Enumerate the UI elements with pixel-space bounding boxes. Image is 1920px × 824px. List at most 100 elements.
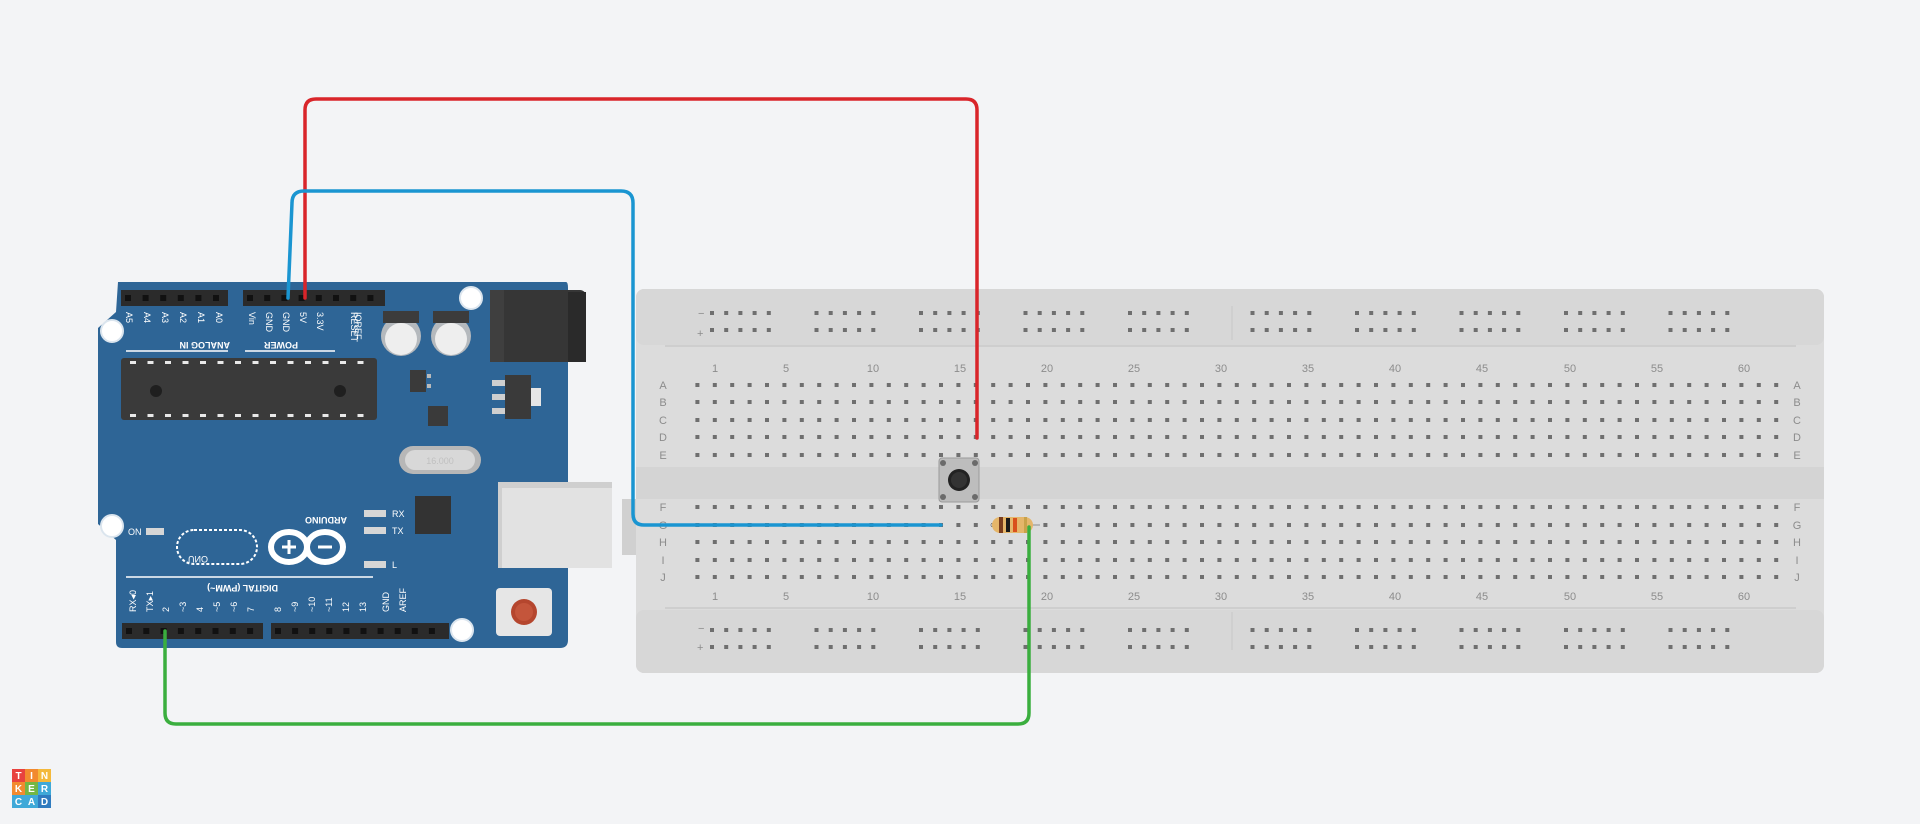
breadboard-hole[interactable] bbox=[973, 523, 978, 527]
rail-hole[interactable] bbox=[1037, 311, 1042, 315]
breadboard-hole[interactable] bbox=[1739, 383, 1744, 387]
breadboard-hole[interactable] bbox=[747, 418, 752, 422]
breadboard-hole[interactable] bbox=[1582, 435, 1587, 439]
breadboard-hole[interactable] bbox=[799, 418, 804, 422]
breadboard-hole[interactable] bbox=[1304, 523, 1309, 527]
breadboard-hole[interactable] bbox=[730, 540, 735, 544]
rail-hole[interactable] bbox=[1564, 645, 1568, 649]
breadboard-hole[interactable] bbox=[747, 558, 752, 562]
rail-hole[interactable] bbox=[1355, 645, 1359, 649]
breadboard-hole[interactable] bbox=[1008, 453, 1013, 457]
breadboard-hole[interactable] bbox=[852, 540, 856, 544]
breadboard-hole[interactable] bbox=[1687, 453, 1692, 457]
breadboard-hole[interactable] bbox=[747, 540, 752, 544]
breadboard-hole[interactable] bbox=[1026, 400, 1030, 404]
rail-hole[interactable] bbox=[1383, 645, 1388, 649]
breadboard-hole[interactable] bbox=[1687, 558, 1692, 562]
breadboard-hole[interactable] bbox=[1113, 453, 1117, 457]
breadboard-hole[interactable] bbox=[1582, 540, 1587, 544]
pushbutton[interactable] bbox=[938, 457, 980, 503]
rail-hole[interactable] bbox=[1725, 311, 1730, 315]
rail-hole[interactable] bbox=[1516, 645, 1521, 649]
breadboard-hole[interactable] bbox=[1147, 418, 1152, 422]
breadboard-hole[interactable] bbox=[1600, 383, 1605, 387]
breadboard-hole[interactable] bbox=[747, 383, 752, 387]
breadboard-hole[interactable] bbox=[1600, 435, 1605, 439]
breadboard-hole[interactable] bbox=[695, 418, 700, 422]
breadboard-hole[interactable] bbox=[1669, 453, 1674, 457]
breadboard-hole[interactable] bbox=[1461, 453, 1465, 457]
breadboard-hole[interactable] bbox=[1669, 540, 1674, 544]
rail-hole[interactable] bbox=[1502, 311, 1507, 315]
breadboard-hole[interactable] bbox=[1478, 418, 1483, 422]
breadboard-hole[interactable] bbox=[904, 453, 909, 457]
breadboard-hole[interactable] bbox=[1304, 400, 1309, 404]
breadboard-hole[interactable] bbox=[1722, 453, 1726, 457]
rail-hole[interactable] bbox=[1696, 311, 1701, 315]
rail-hole[interactable] bbox=[1502, 328, 1507, 332]
rail-hole[interactable] bbox=[919, 328, 923, 332]
breadboard-hole[interactable] bbox=[1739, 575, 1744, 579]
header-pin[interactable] bbox=[125, 295, 131, 301]
breadboard-hole[interactable] bbox=[1321, 435, 1326, 439]
breadboard-hole[interactable] bbox=[886, 383, 891, 387]
breadboard-hole[interactable] bbox=[1548, 383, 1552, 387]
rail-hole[interactable] bbox=[1682, 328, 1687, 332]
breadboard-hole[interactable] bbox=[1374, 453, 1378, 457]
breadboard-hole[interactable] bbox=[1060, 575, 1065, 579]
rail-hole[interactable] bbox=[724, 311, 729, 315]
breadboard-hole[interactable] bbox=[1200, 523, 1204, 527]
rail-hole[interactable] bbox=[1307, 628, 1312, 632]
breadboard-hole[interactable] bbox=[1582, 575, 1587, 579]
breadboard-hole[interactable] bbox=[956, 558, 961, 562]
breadboard-hole[interactable] bbox=[921, 383, 926, 387]
breadboard-hole[interactable] bbox=[1426, 540, 1431, 544]
header-pin[interactable] bbox=[195, 295, 202, 301]
breadboard-hole[interactable] bbox=[1530, 540, 1535, 544]
breadboard-hole[interactable] bbox=[1600, 418, 1605, 422]
breadboard-hole[interactable] bbox=[886, 575, 891, 579]
breadboard-hole[interactable] bbox=[1652, 540, 1657, 544]
breadboard-hole[interactable] bbox=[712, 435, 717, 439]
breadboard-hole[interactable] bbox=[1635, 383, 1639, 387]
breadboard-hole[interactable] bbox=[765, 383, 769, 387]
breadboard-hole[interactable] bbox=[1287, 575, 1291, 579]
breadboard-hole[interactable] bbox=[1739, 453, 1744, 457]
rail-hole[interactable] bbox=[1250, 311, 1255, 315]
wires[interactable] bbox=[163, 97, 1031, 726]
rail-hole[interactable] bbox=[1264, 328, 1269, 332]
breadboard-hole[interactable] bbox=[1426, 558, 1431, 562]
breadboard-hole[interactable] bbox=[1687, 435, 1692, 439]
breadboard-hole[interactable] bbox=[852, 400, 856, 404]
breadboard-hole[interactable] bbox=[1078, 383, 1083, 387]
rail-hole[interactable] bbox=[1473, 645, 1478, 649]
breadboard-hole[interactable] bbox=[1113, 540, 1117, 544]
breadboard-hole[interactable] bbox=[1339, 453, 1344, 457]
breadboard-hole[interactable] bbox=[1704, 505, 1709, 509]
rail-hole[interactable] bbox=[1023, 311, 1028, 315]
breadboard-hole[interactable] bbox=[1391, 558, 1396, 562]
header-pin[interactable] bbox=[247, 295, 253, 301]
breadboard-hole[interactable] bbox=[1617, 558, 1622, 562]
rail-hole[interactable] bbox=[1473, 628, 1478, 632]
breadboard-hole[interactable] bbox=[1530, 383, 1535, 387]
breadboard-hole[interactable] bbox=[1147, 505, 1152, 509]
breadboard-hole[interactable] bbox=[1043, 540, 1048, 544]
breadboard-hole[interactable] bbox=[1078, 523, 1083, 527]
breadboard-hole[interactable] bbox=[1548, 575, 1552, 579]
breadboard-hole[interactable] bbox=[1391, 523, 1396, 527]
breadboard-hole[interactable] bbox=[1582, 558, 1587, 562]
breadboard-hole[interactable] bbox=[1374, 575, 1378, 579]
breadboard-hole[interactable] bbox=[1130, 540, 1135, 544]
breadboard-hole[interactable] bbox=[1530, 523, 1535, 527]
breadboard-hole[interactable] bbox=[1722, 435, 1726, 439]
breadboard-hole[interactable] bbox=[1461, 505, 1465, 509]
rail-hole[interactable] bbox=[1170, 645, 1175, 649]
breadboard-hole[interactable] bbox=[939, 418, 943, 422]
breadboard-hole[interactable] bbox=[1391, 418, 1396, 422]
breadboard-hole[interactable] bbox=[1182, 540, 1187, 544]
header-pin[interactable] bbox=[360, 628, 367, 634]
breadboard-hole[interactable] bbox=[1756, 418, 1761, 422]
breadboard-hole[interactable] bbox=[939, 435, 943, 439]
rail-hole[interactable] bbox=[1578, 628, 1583, 632]
